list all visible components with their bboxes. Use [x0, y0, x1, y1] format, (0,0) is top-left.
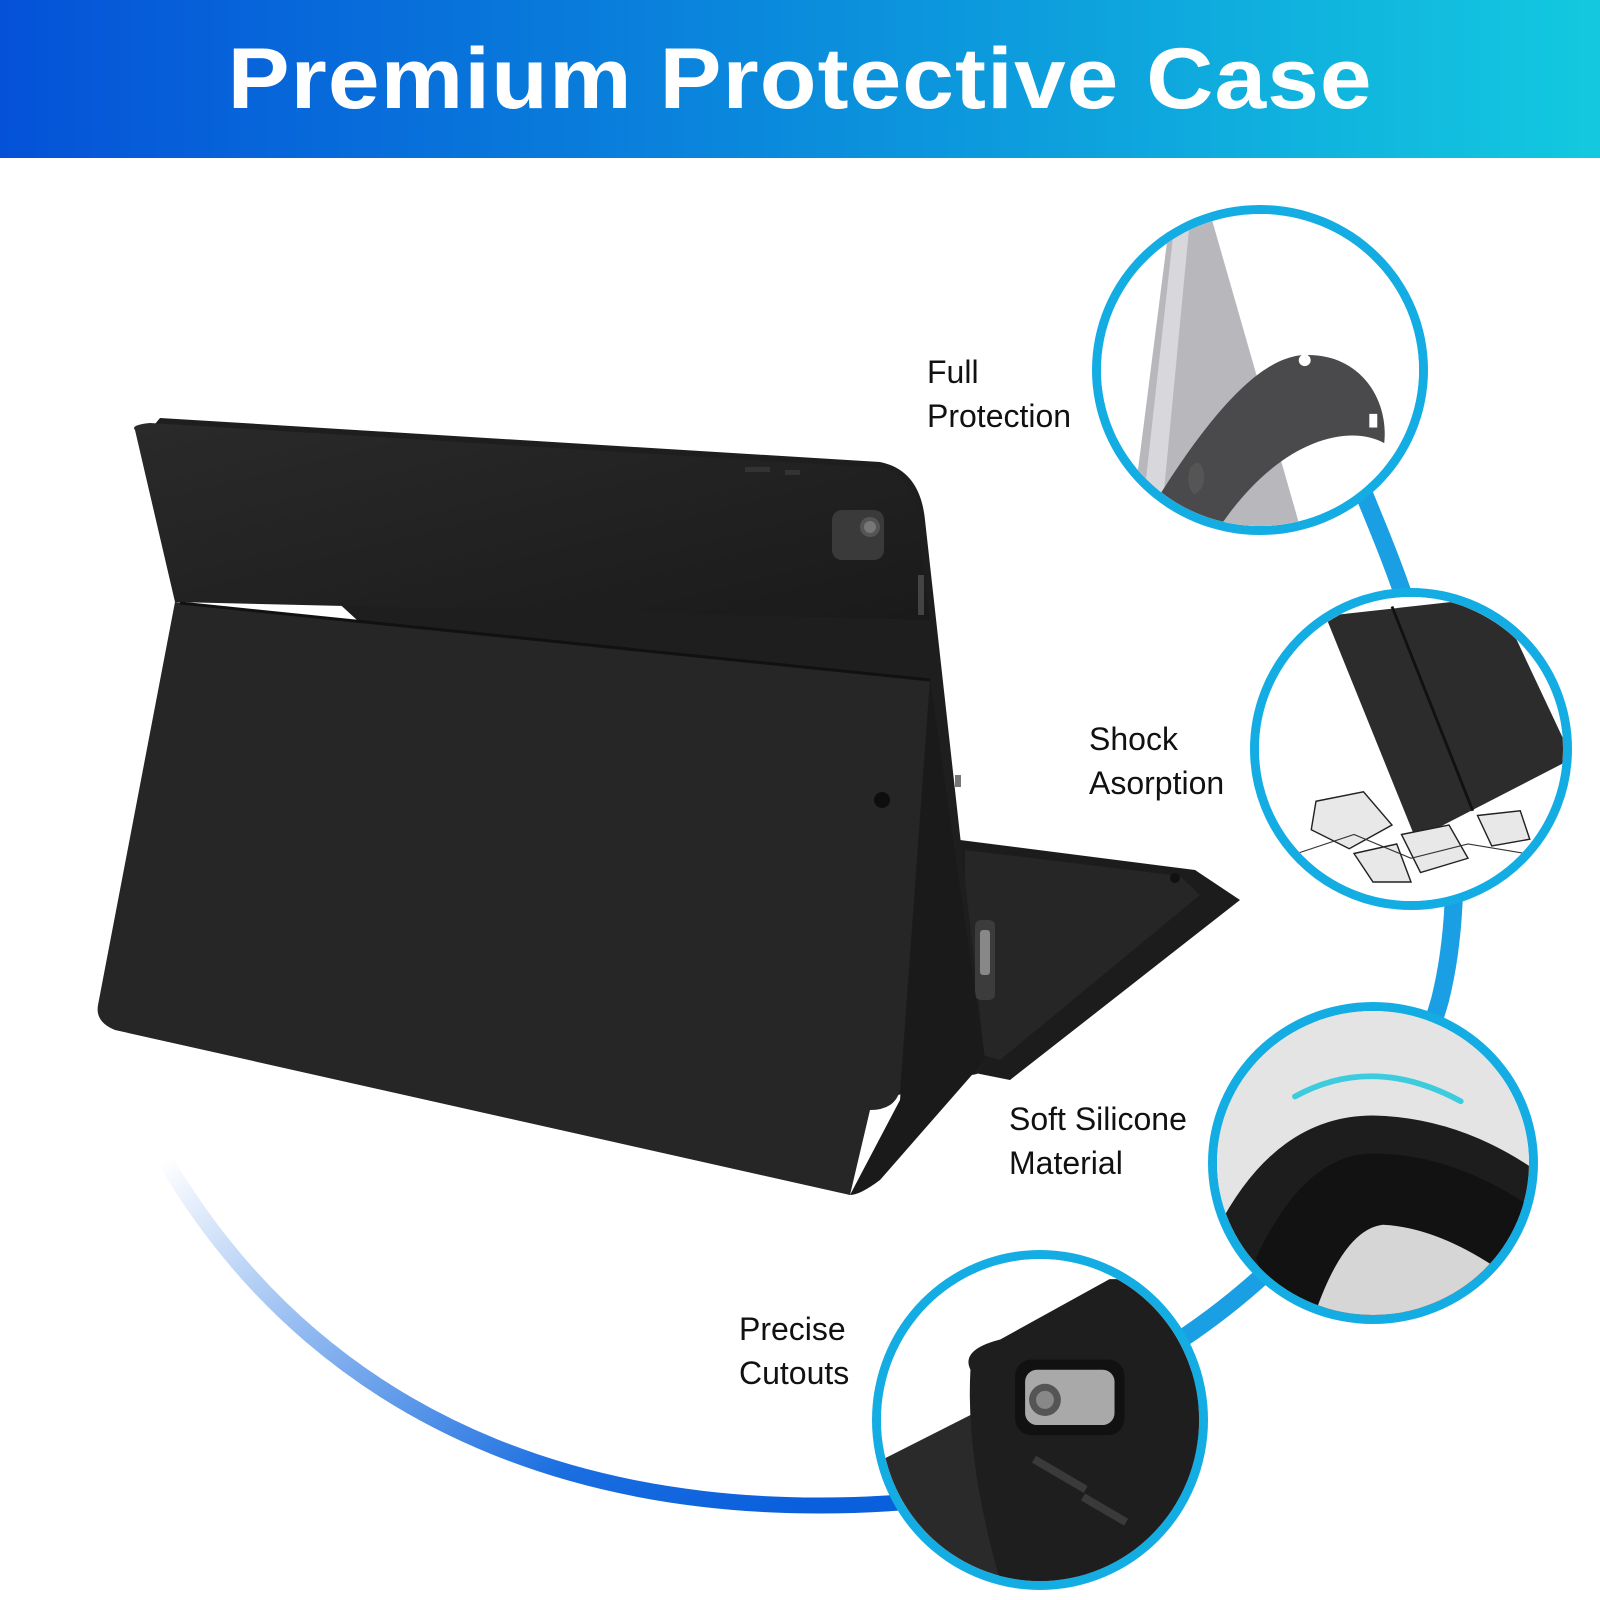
feature-label-soft-silicone: Soft Silicone Material: [1009, 1101, 1187, 1181]
feature-label-precise-cutouts: Precise Cutouts: [739, 1311, 850, 1391]
silicone-back-shell-image: [1092, 205, 1428, 535]
header-banner: Premium Protective Case: [0, 0, 1600, 158]
banner-title: Premium Protective Case: [227, 31, 1373, 127]
decorative-arc: [157, 1152, 1008, 1514]
folding-cover: [97, 601, 985, 1195]
silicone-corner-closeup-image: [1208, 1002, 1538, 1324]
feature-label-shock-absorption: Shock Asorption: [1089, 721, 1225, 801]
cracked-floor-impact-image: [1250, 588, 1572, 910]
feature-label-full-protection: Full Protection: [927, 354, 1072, 434]
camera-cutout-closeup-image: [872, 1250, 1208, 1590]
